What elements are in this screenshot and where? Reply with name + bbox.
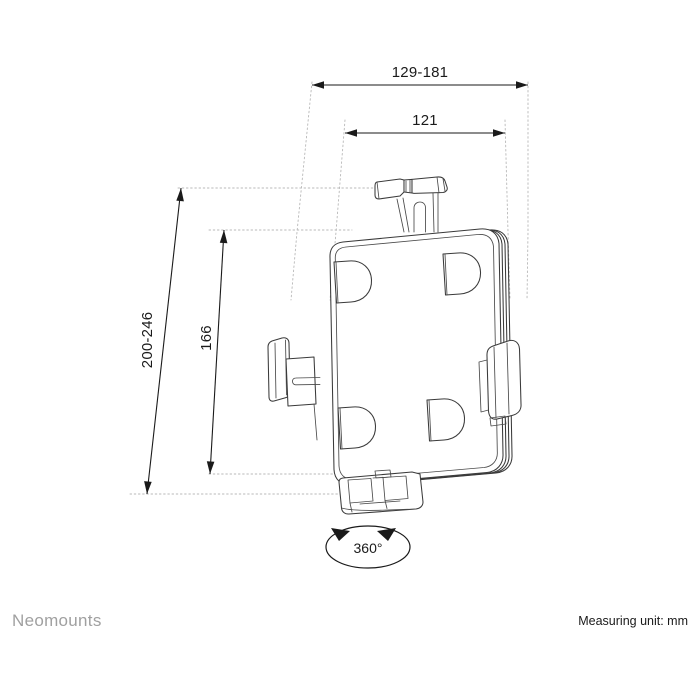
- gripper-pad-top-right: [442, 252, 482, 296]
- left-bracket-hook: [267, 337, 291, 402]
- top-clamp-hinge-detail: [405, 179, 411, 193]
- pivot-base-underside: [341, 500, 417, 511]
- arrow-down-icon: [144, 481, 152, 494]
- bottom-pivot-base: [338, 469, 424, 515]
- holder-front-plate-inner-rim: [334, 234, 498, 480]
- gripper-pad-top-left-edge: [335, 261, 339, 304]
- dimension-height-inner: 166: [198, 229, 228, 475]
- rotation-arrow-left-icon: [331, 528, 350, 541]
- top-clamp-arm: [374, 176, 448, 233]
- right-arm-connector: [478, 359, 489, 413]
- top-clamp-pad-right: [411, 176, 448, 194]
- left-bracket-plate: [285, 356, 317, 407]
- top-clamp-slot: [413, 201, 426, 233]
- gripper-pad-bottom-left-edge: [339, 407, 343, 450]
- gripper-pad-top-right-edge: [444, 253, 448, 296]
- pivot-base-right-block: [382, 475, 409, 501]
- top-clamp-stem-right-inner: [432, 192, 435, 233]
- extension-line-outer-right: [526, 81, 529, 301]
- top-clamp-pad-left: [374, 178, 405, 200]
- extension-lines-group: [129, 81, 529, 495]
- gripper-pads-group: [333, 252, 482, 450]
- top-clamp-hinge: [403, 178, 413, 194]
- footer: Neomounts Measuring unit: mm: [12, 611, 688, 630]
- dimension-label-width-inner: 121: [412, 112, 438, 129]
- top-clamp-stem-left: [396, 198, 405, 233]
- product-illustration: [267, 176, 522, 515]
- rotation-arrow-right-icon: [377, 528, 396, 541]
- brand-logo-text: Neomounts: [12, 611, 102, 630]
- left-bracket-slot: [292, 377, 321, 386]
- measuring-unit-note: Measuring unit: mm: [578, 614, 688, 628]
- right-arm-pad-inner: [493, 342, 510, 419]
- extension-line-outer-left: [290, 81, 313, 301]
- right-arm-bottom-edge: [489, 415, 507, 427]
- pivot-base-shadow-edge: [349, 500, 388, 513]
- gripper-pad-bottom-right: [426, 398, 466, 442]
- arrow-left-icon: [345, 129, 357, 137]
- gripper-pad-top-left: [333, 260, 373, 304]
- left-bracket-stem: [313, 403, 318, 441]
- right-arm-pad: [486, 339, 522, 420]
- dimension-height-outer: 200-246: [139, 187, 184, 495]
- rotation-label: 360°: [354, 540, 383, 556]
- rotation-ellipse: [325, 525, 411, 569]
- pivot-base-center-slot: [372, 469, 392, 479]
- extension-line-inner-left: [329, 119, 346, 301]
- gripper-pad-bottom-left: [337, 406, 377, 450]
- arrow-up-icon: [219, 230, 228, 244]
- pivot-base-left-block: [347, 478, 374, 504]
- dimension-width-inner: 121: [345, 112, 505, 137]
- dimension-label-height-inner: 166: [198, 325, 215, 351]
- arrow-right-icon: [516, 81, 528, 89]
- pivot-base-body: [338, 471, 424, 515]
- dimension-line-height-inner: [209, 229, 225, 475]
- top-clamp-pad-left-edge: [376, 181, 380, 200]
- gripper-pad-bottom-right-edge: [428, 399, 432, 442]
- extension-line-inner-right: [504, 119, 511, 301]
- arrow-down-icon: [206, 461, 215, 474]
- right-side-arm: [478, 339, 522, 427]
- arrow-up-icon: [176, 188, 184, 202]
- arrow-left-icon: [312, 81, 324, 89]
- rotation-indicator: 360°: [325, 525, 411, 569]
- dimension-label-width-outer: 129-181: [392, 64, 448, 81]
- arrow-right-icon: [493, 129, 505, 137]
- left-side-bracket: [267, 337, 321, 441]
- top-clamp-pad-right-edge: [436, 176, 446, 194]
- top-clamp-stem-left-inner: [402, 197, 410, 233]
- dimension-label-height-outer: 200-246: [139, 312, 156, 368]
- dimension-width-outer: 129-181: [312, 64, 528, 89]
- dimension-line-height-outer: [146, 187, 182, 495]
